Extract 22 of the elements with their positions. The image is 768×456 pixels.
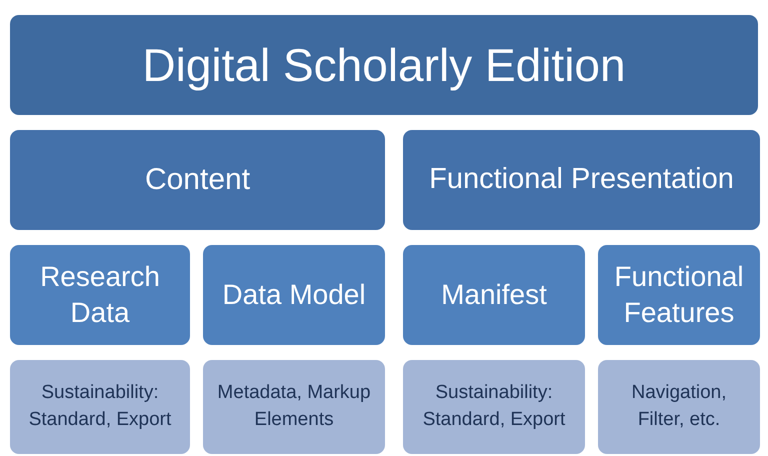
category-box xyxy=(10,130,385,230)
subcategory-box xyxy=(403,245,585,345)
detail-box xyxy=(10,360,190,454)
subcategory-label: Research Data xyxy=(39,260,161,330)
detail-text: Sustainability: Standard, Export xyxy=(422,381,566,432)
title-text: Digital Scholarly Edition xyxy=(142,40,626,90)
subcategory-box xyxy=(598,245,760,345)
detail-text: Metadata, Markup Elements xyxy=(216,381,372,432)
category-box xyxy=(403,130,760,230)
subcategory-box xyxy=(10,245,190,345)
subcategory-label: Functional Features xyxy=(613,260,745,330)
subcategory-label: Data Model xyxy=(222,278,366,312)
detail-box xyxy=(403,360,585,454)
detail-box xyxy=(203,360,385,454)
detail-box xyxy=(598,360,760,454)
category-label: Content xyxy=(144,162,250,198)
category-label: Functional Presentation xyxy=(429,163,734,197)
detail-text: Navigation, Filter, etc. xyxy=(630,381,728,432)
subcategory-label: Manifest xyxy=(441,278,547,312)
title-box xyxy=(10,15,758,115)
subcategory-box xyxy=(203,245,385,345)
detail-text: Sustainability: Standard, Export xyxy=(28,381,172,432)
